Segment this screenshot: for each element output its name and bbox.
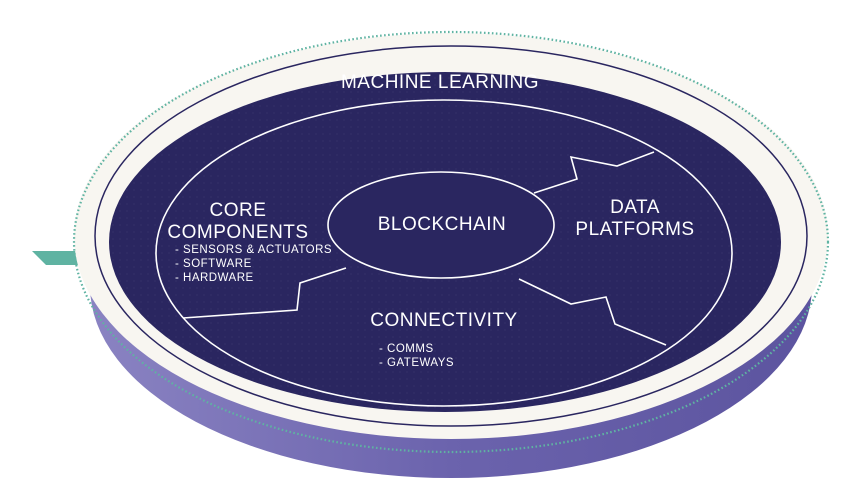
connectivity-title: CONNECTIVITY <box>370 310 518 331</box>
inner-ring-outline <box>155 99 733 407</box>
list-item: HARDWARE <box>175 271 332 285</box>
teal-accent-tab <box>32 251 82 265</box>
data-platforms-title-line: PLATFORMS <box>575 219 695 240</box>
core-components-title-line: COMPONENTS <box>167 222 309 243</box>
list-item: SOFTWARE <box>175 257 332 271</box>
core-components-list: SENSORS & ACTUATORS SOFTWARE HARDWARE <box>175 243 332 285</box>
list-item: GATEWAYS <box>379 356 454 370</box>
connectivity-list: COMMS GATEWAYS <box>379 342 454 370</box>
list-item: COMMS <box>379 342 454 356</box>
blockchain-ellipse <box>327 171 555 279</box>
data-platforms-title: DATA PLATFORMS <box>565 197 705 241</box>
divider-core-dataplatforms <box>533 151 655 194</box>
inner-rim-line <box>94 45 808 427</box>
teal-dotted-ring <box>72 30 830 454</box>
blockchain-label: BLOCKCHAIN <box>377 214 507 235</box>
core-components-title: CORE COMPONENTS <box>163 200 313 244</box>
divider-connectivity-dataplatforms <box>518 278 667 346</box>
core-components-title-line: CORE <box>209 200 267 221</box>
data-platforms-title-line: DATA <box>610 197 660 218</box>
list-item: SENSORS & ACTUATORS <box>175 243 332 257</box>
machine-learning-label: MACHINE LEARNING <box>340 72 540 93</box>
